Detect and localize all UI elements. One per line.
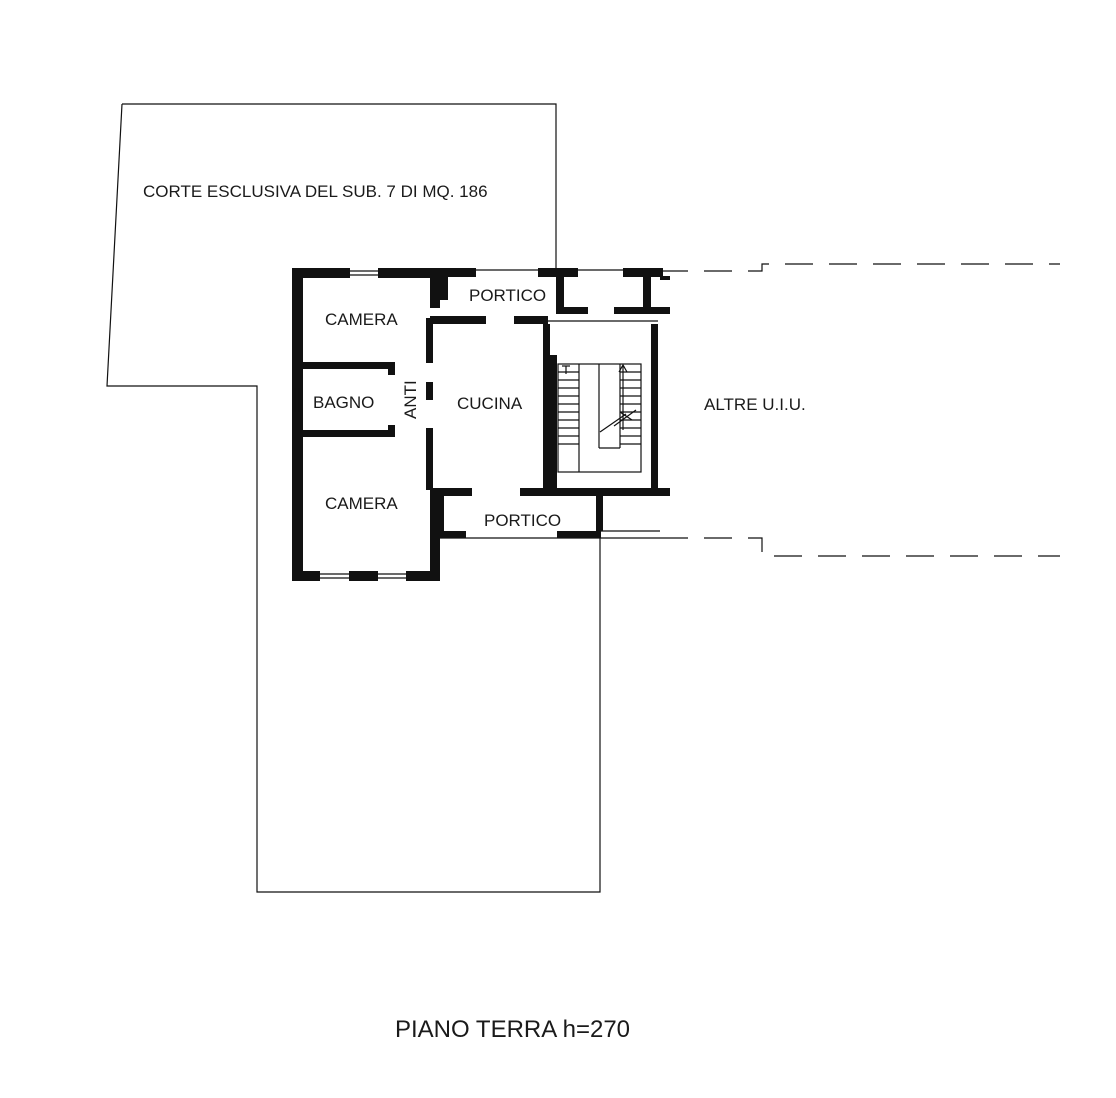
portico-top-label: PORTICO [469,286,546,305]
anti-label: ANTI [401,380,420,419]
portico-bottom-label: PORTICO [484,511,561,530]
windows [294,270,406,579]
cucina-label: CUCINA [457,394,523,413]
walls [292,268,670,581]
altre-uiu-label: ALTRE U.I.U. [704,395,806,414]
camera-top-label: CAMERA [325,310,398,329]
courtyard-label: CORTE ESCLUSIVA DEL SUB. 7 DI MQ. 186 [143,182,488,201]
neighbour-boundary-top [660,263,1060,272]
camera-bottom-label: CAMERA [325,494,398,513]
courtyard-outline [106,103,601,893]
staircase [557,363,642,473]
bagno-label: BAGNO [313,393,374,412]
neighbour-boundary-bottom [660,537,1060,557]
floor-title: PIANO TERRA h=270 [395,1016,630,1043]
